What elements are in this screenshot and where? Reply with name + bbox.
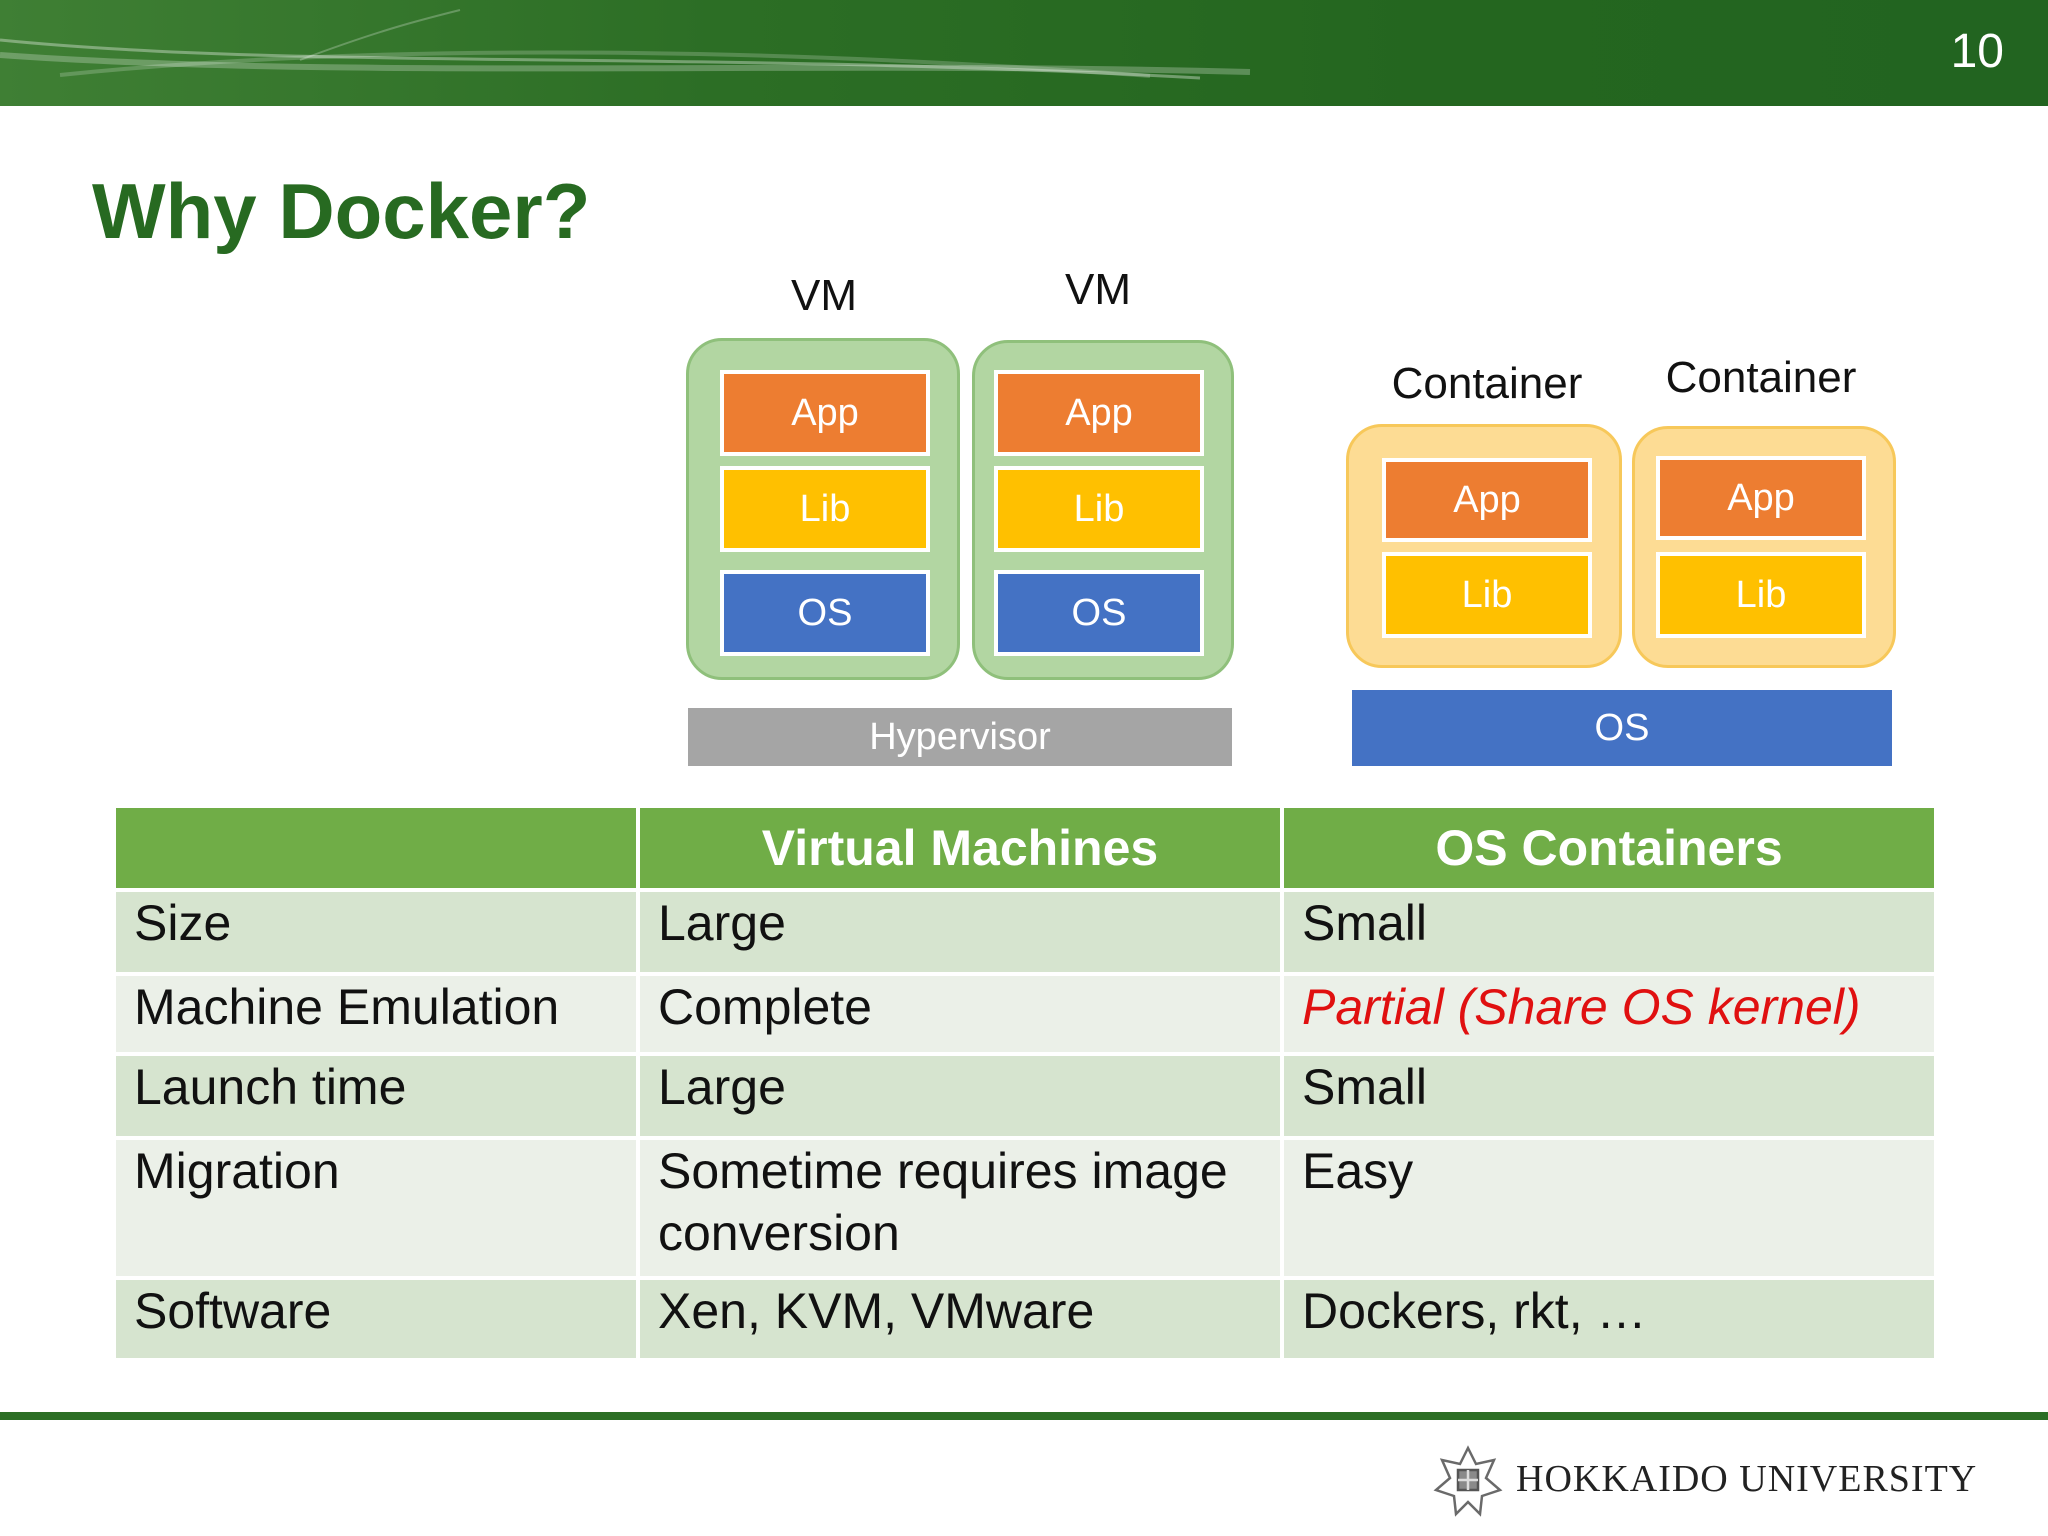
banner-swoosh-decoration bbox=[0, 9, 1251, 80]
container-label-1: Container bbox=[1391, 359, 1583, 408]
container2-lib-layer: Lib bbox=[1656, 552, 1866, 638]
table-cell: Size bbox=[112, 888, 640, 976]
footer-divider bbox=[0, 1412, 2048, 1420]
vm1-app-layer: App bbox=[720, 370, 930, 456]
table-cell: Complete bbox=[636, 972, 1284, 1056]
vm1-os-layer: OS bbox=[720, 570, 930, 656]
table-cell: Xen, KVM, VMware bbox=[636, 1276, 1284, 1362]
table-cell: Small bbox=[1280, 888, 1938, 976]
table-cell-highlight: Partial (Share OS kernel) bbox=[1280, 972, 1938, 1056]
vm1-lib-layer: Lib bbox=[720, 466, 930, 552]
slide-number: 10 bbox=[1950, 25, 2004, 78]
table-row: Machine Emulation Complete Partial (Shar… bbox=[112, 972, 1938, 1056]
container1-app-layer: App bbox=[1382, 458, 1592, 542]
top-banner: 10 bbox=[0, 0, 2048, 106]
table-cell: Small bbox=[1280, 1052, 1938, 1140]
table-row: Launch time Large Small bbox=[112, 1052, 1938, 1140]
university-name: HOKKAIDO UNIVERSITY bbox=[1516, 1458, 1978, 1500]
table-cell: Large bbox=[636, 888, 1284, 976]
vm-label-2: VM bbox=[1065, 265, 1131, 314]
table-cell: Large bbox=[636, 1052, 1284, 1140]
table-cell: Migration bbox=[112, 1136, 640, 1280]
table-cell: Machine Emulation bbox=[112, 972, 640, 1056]
table-row: Migration Sometime requires image conver… bbox=[112, 1136, 1938, 1280]
university-emblem-icon bbox=[1433, 1445, 1503, 1517]
table-row: Size Large Small bbox=[112, 888, 1938, 976]
vm-label-1: VM bbox=[791, 271, 857, 320]
vm2-lib-layer: Lib bbox=[994, 466, 1204, 552]
table-cell: Launch time bbox=[112, 1052, 640, 1140]
container1-lib-layer: Lib bbox=[1382, 552, 1592, 638]
table-cell: Easy bbox=[1280, 1136, 1938, 1280]
table-cell: Software bbox=[112, 1276, 640, 1362]
container2-app-layer: App bbox=[1656, 456, 1866, 540]
hypervisor-bar: Hypervisor bbox=[688, 708, 1232, 766]
table-cell: Dockers, rkt, … bbox=[1280, 1276, 1938, 1362]
table-cell: Sometime requires image conversion bbox=[636, 1136, 1284, 1280]
vm2-os-layer: OS bbox=[994, 570, 1204, 656]
table-header-vm: Virtual Machines bbox=[636, 804, 1284, 892]
slide-title: Why Docker? bbox=[92, 167, 591, 255]
table-row: Software Xen, KVM, VMware Dockers, rkt, … bbox=[112, 1276, 1938, 1362]
comparison-table: Virtual Machines OS Containers Size Larg… bbox=[112, 804, 1938, 1362]
host-os-bar: OS bbox=[1352, 690, 1892, 766]
table-header-row: Virtual Machines OS Containers bbox=[112, 804, 1938, 892]
container-label-2: Container bbox=[1665, 353, 1857, 402]
vm2-app-layer: App bbox=[994, 370, 1204, 456]
table-header-empty bbox=[112, 804, 640, 892]
table-header-containers: OS Containers bbox=[1280, 804, 1938, 892]
